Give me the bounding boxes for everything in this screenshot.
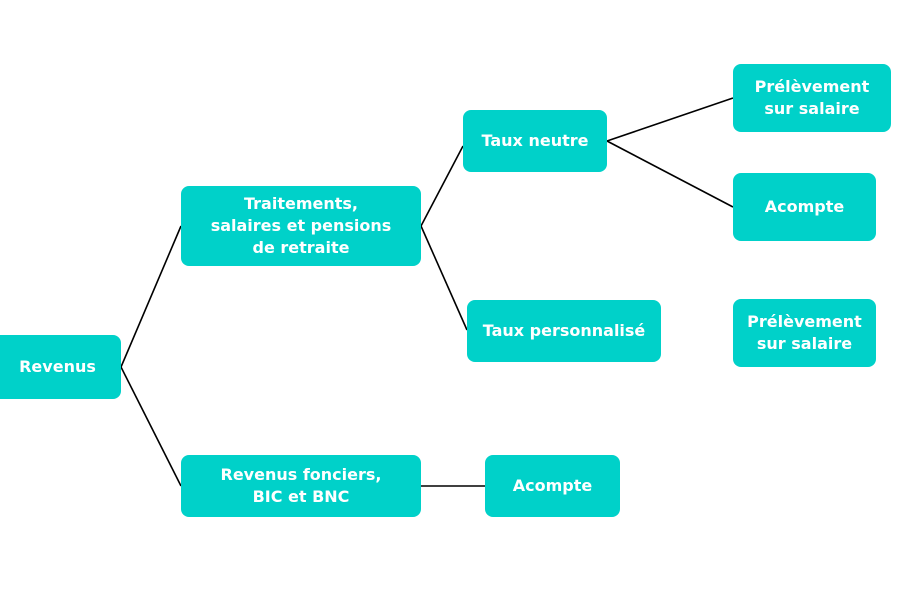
connector-traitements-taux-perso: [420, 225, 468, 331]
node-acompte-foncier: Acompte: [485, 455, 620, 517]
node-taux-personnalise-label: Taux personnalisé: [482, 321, 646, 340]
connector-revenus-traitements: [120, 225, 182, 368]
node-revenus-fonciers: Revenus fonciers, BIC et BNC: [181, 455, 421, 517]
node-traitements-salaires-pensions: Traitements, salaires et pensions de ret…: [181, 186, 421, 266]
node-prelevement-personnalise-label: Prélèvement sur salaire: [747, 312, 862, 353]
node-traitements-label: Traitements, salaires et pensions de ret…: [210, 194, 392, 257]
connector-taux-neutre-acompte: [606, 140, 734, 208]
node-taux-personnalise: Taux personnalisé: [467, 300, 661, 362]
connector-traitements-taux-neutre: [420, 145, 464, 227]
node-acompte-neutre-label: Acompte: [764, 197, 845, 216]
node-acompte-neutre: Acompte: [733, 173, 876, 241]
node-taux-neutre: Taux neutre: [463, 110, 607, 172]
node-fonciers-label: Revenus fonciers, BIC et BNC: [220, 465, 382, 506]
node-prelevement-neutre: Prélèvement sur salaire: [733, 64, 891, 132]
node-revenus-label: Revenus: [19, 357, 96, 376]
node-acompte-foncier-label: Acompte: [512, 476, 593, 495]
node-revenus: Revenus: [0, 335, 121, 399]
connector-taux-neutre-prelevement: [606, 97, 734, 142]
node-taux-neutre-label: Taux neutre: [481, 131, 589, 150]
node-prelevement-neutre-label: Prélèvement sur salaire: [754, 77, 870, 118]
connector-revenus-fonciers: [120, 366, 182, 487]
node-prelevement-personnalise: Prélèvement sur salaire: [733, 299, 876, 367]
